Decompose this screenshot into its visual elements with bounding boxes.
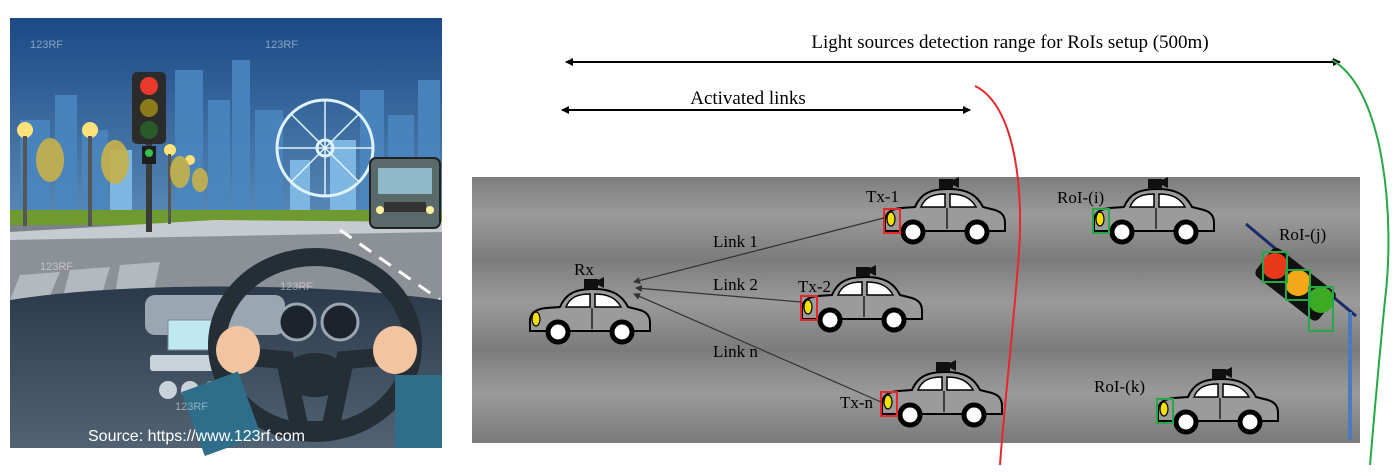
detection-boundary-curve <box>1331 59 1390 466</box>
source-caption: Source: https://www.123rf.com <box>88 428 305 445</box>
driver-hands <box>181 326 442 456</box>
link1-label: Link 1 <box>713 232 758 251</box>
detection-range-label: Light sources detection range for RoIs s… <box>811 32 1208 53</box>
watermark-text: 123RF <box>30 39 63 51</box>
driver-view-illustration: 123RF 123RF 123RF 123RF 123RF Source: ht… <box>10 18 442 456</box>
tx1-label: Tx-1 <box>866 187 899 206</box>
watermark-text: 123RF <box>265 39 298 51</box>
txn-label: Tx-n <box>840 393 874 412</box>
roi-k-label: RoI-(k) <box>1094 377 1145 396</box>
watermark-text: 123RF <box>175 401 208 413</box>
activated-links-label: Activated links <box>690 88 806 109</box>
roi-boxes <box>1092 208 1174 424</box>
roi-j-label: RoI-(j) <box>1279 225 1326 244</box>
tx-headlight-boxes <box>800 208 901 417</box>
ferris-wheel <box>275 98 375 198</box>
vlc-diagram: Light sources detection range for RoIs s… <box>472 32 1390 466</box>
rx-label: Rx <box>574 260 594 279</box>
roi-i-label: RoI-(i) <box>1057 188 1104 207</box>
truck-illustration <box>369 157 441 229</box>
activated-boundary-curve <box>974 85 1022 466</box>
watermark-text: 123RF <box>280 281 313 293</box>
traffic-light-illustration <box>132 72 166 232</box>
linkn-label: Link n <box>713 342 758 361</box>
link2-label: Link 2 <box>713 275 758 294</box>
traffic-light-roi-j <box>1245 222 1357 440</box>
watermark-text: 123RF <box>40 261 73 273</box>
tx2-label: Tx-2 <box>798 277 831 296</box>
link-arrows <box>633 217 885 403</box>
